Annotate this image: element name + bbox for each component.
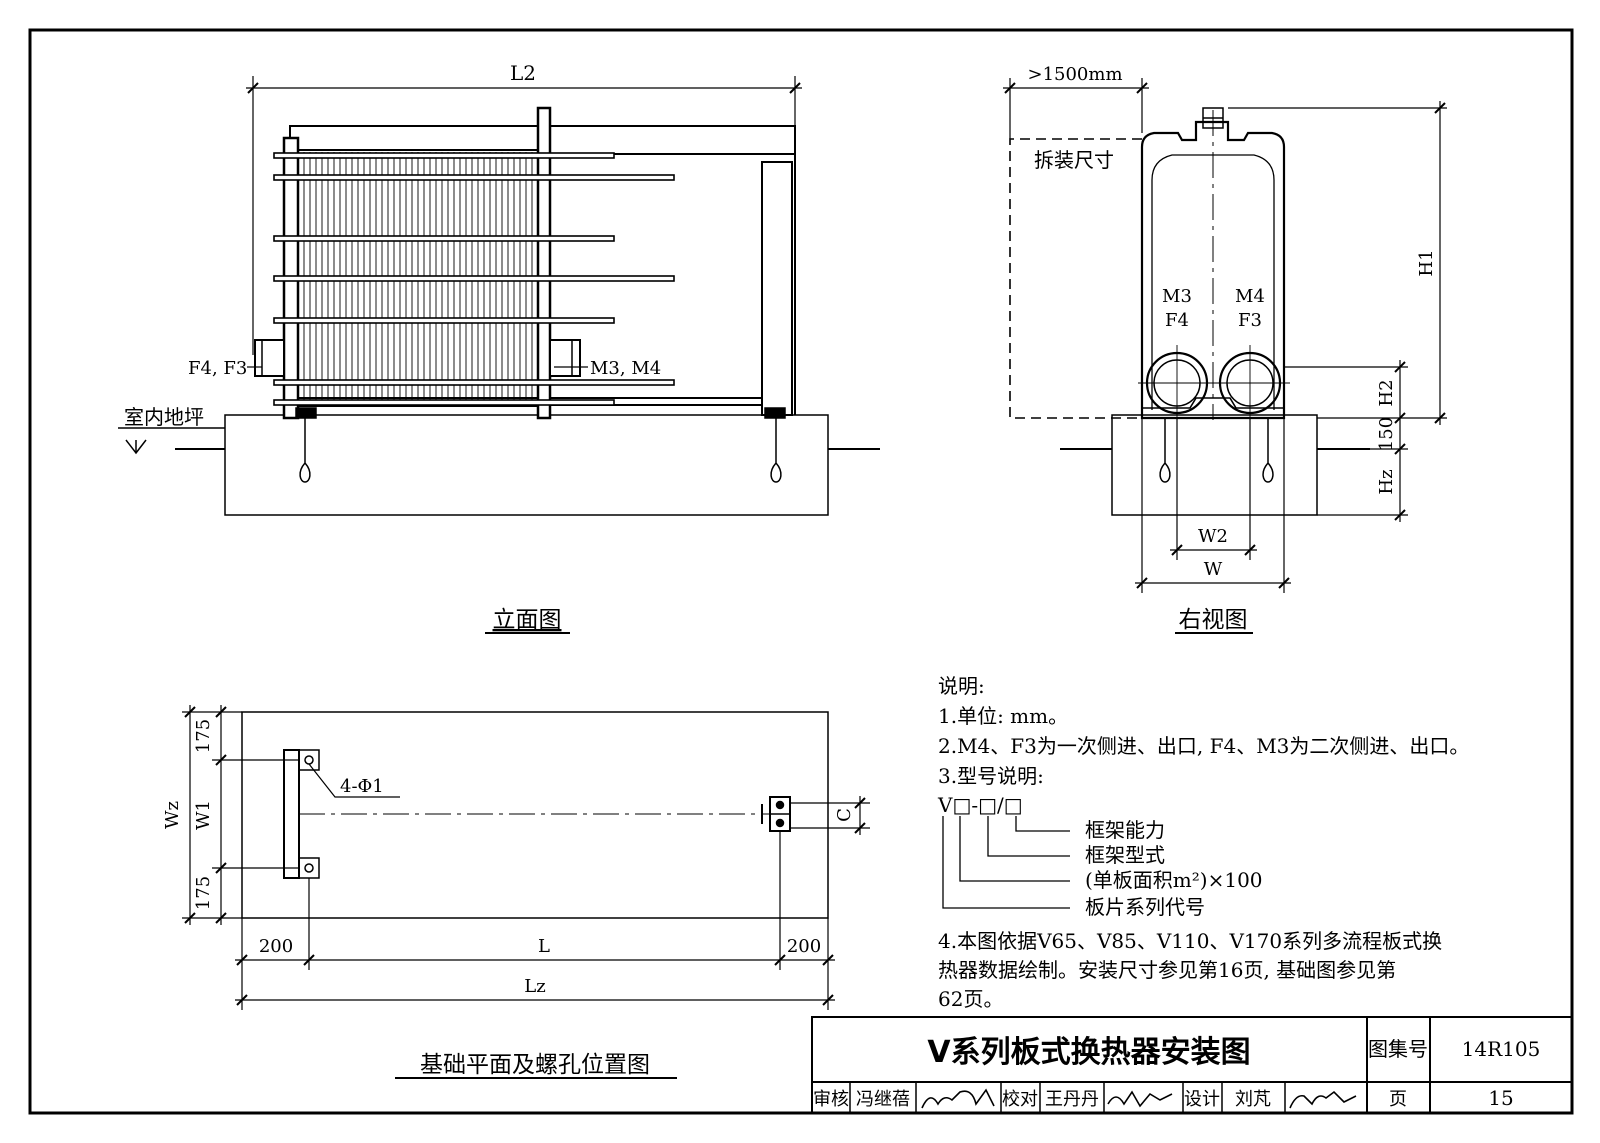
pressure-plate (536, 106, 552, 420)
atlas-label: 图集号 (1368, 1037, 1428, 1061)
note-1: 1.单位: mm。 (938, 704, 1068, 728)
page-label: 页 (1389, 1089, 1407, 1110)
model-code: V□-□/□ (937, 793, 1023, 817)
support-column (761, 161, 793, 416)
plan-view (182, 705, 870, 1010)
disassembly-label: 拆装尺寸 (1034, 148, 1114, 172)
signature-checker (1107, 1090, 1173, 1108)
port-m4-label: M4 (1235, 286, 1265, 307)
legend-leader-1 (1015, 816, 1070, 832)
signature-reviewer (921, 1088, 995, 1109)
dim-wz-label: Wz (162, 801, 183, 829)
port-left-label: F4, F3 (188, 358, 247, 379)
port-f3-label: F3 (1238, 310, 1262, 331)
sheet-border (28, 28, 1574, 1115)
legend-frame-capacity: 框架能力 (1085, 818, 1165, 842)
legend-leader-3 (959, 816, 1070, 882)
side-foundation (1111, 414, 1318, 516)
elevation-view (118, 76, 880, 516)
plan-labels: Wz W1 175 175 4-Φ1 C 200 L 200 Lz 基础平面及螺… (162, 719, 855, 1079)
holes-label: 4-Φ1 (340, 776, 384, 797)
clearance-label: >1500mm (1027, 64, 1122, 85)
plan-fixed-foot (283, 749, 300, 879)
design-label: 设计 (1184, 1089, 1220, 1110)
side-view (1003, 78, 1447, 593)
dim-h2-label: H2 (1376, 379, 1397, 406)
dim-w1-label: W1 (193, 800, 214, 830)
reviewer-name: 冯继蓓 (856, 1089, 910, 1110)
legend-plate-area: (单板面积m²)×100 (1085, 868, 1263, 892)
anchor-bolt-right (770, 418, 782, 483)
signature-designer (1289, 1090, 1357, 1109)
anchor-bolt-left (299, 418, 311, 483)
legend-frame-type: 框架型式 (1085, 843, 1165, 867)
dim-175-top-label: 175 (193, 719, 214, 753)
side-view-labels: >1500mm 拆装尺寸 M3 F4 M4 F3 H1 H2 150 Hz W2… (1027, 64, 1437, 634)
designer-name: 刘芃 (1235, 1089, 1271, 1110)
nozzle-left (254, 339, 285, 377)
dim-hz-label: Hz (1376, 469, 1397, 494)
dim-lz-label: Lz (524, 976, 545, 997)
title-block-text: V系列板式换热器安装图 图集号 14R105 审核 冯继蓓 校对 王丹丹 设计 … (813, 1035, 1540, 1110)
dim-150-label: 150 (1376, 417, 1397, 451)
legend-leader-4 (942, 816, 1070, 909)
nozzle-right (549, 339, 581, 377)
dim-w-label: W (1204, 559, 1223, 580)
note-3: 3.型号说明: (938, 764, 1044, 788)
legend-leader-2 (987, 816, 1070, 857)
dim-h1-label: H1 (1416, 249, 1437, 276)
frame-outline (1140, 120, 1286, 420)
review-label: 审核 (813, 1089, 849, 1110)
dim-175-bottom-label: 175 (193, 876, 214, 910)
plan-title: 基础平面及螺孔位置图 (420, 1052, 650, 1078)
atlas-number: 14R105 (1462, 1037, 1541, 1061)
checker-name: 王丹丹 (1045, 1089, 1099, 1110)
elevation-title: 立面图 (493, 607, 562, 633)
dim-200-left-label: 200 (259, 936, 293, 957)
note-4-line-2: 热器数据绘制。安装尺寸参见第16页, 基础图参见第 (938, 958, 1396, 982)
side-anchor-right (1262, 418, 1274, 483)
notes-heading: 说明: (938, 674, 985, 698)
port-f4-label: F4 (1165, 310, 1189, 331)
page-number: 15 (1488, 1086, 1513, 1110)
note-2: 2.M4、F3为一次侧进、出口, F4、M3为二次侧进、出口。 (938, 734, 1469, 758)
dim-w2-label: W2 (1198, 526, 1228, 547)
dim-l2-label: L2 (510, 61, 536, 85)
port-right-label: M3, M4 (590, 358, 661, 379)
side-anchor-left (1159, 418, 1171, 483)
port-m3-label: M3 (1162, 286, 1192, 307)
legend-series-code: 板片系列代号 (1085, 895, 1205, 919)
check-label: 校对 (1002, 1089, 1038, 1110)
tie-bolts (273, 152, 675, 406)
plan-foundation (241, 711, 829, 919)
note-4-line-1: 4.本图依据V65、V85、V110、V170系列多流程板式换 (938, 929, 1442, 953)
floor-label: 室内地坪 (124, 405, 204, 429)
note-4-line-3: 62页。 (938, 987, 1003, 1011)
dim-l-label: L (538, 936, 550, 957)
drawing-title: V系列板式换热器安装图 (927, 1035, 1250, 1070)
dim-200-right-label: 200 (787, 936, 821, 957)
title-block (811, 1016, 1573, 1114)
notes: 说明: 1.单位: mm。 2.M4、F3为一次侧进、出口, F4、M3为二次侧… (937, 674, 1469, 1011)
dim-c-label: C (834, 808, 855, 822)
elevation-labels: L2 F4, F3 M3, M4 室内地坪 立面图 (124, 61, 661, 634)
elevation-foundation (224, 414, 829, 516)
side-view-title: 右视图 (1179, 607, 1248, 633)
disassembly-clearance (1009, 138, 1142, 419)
